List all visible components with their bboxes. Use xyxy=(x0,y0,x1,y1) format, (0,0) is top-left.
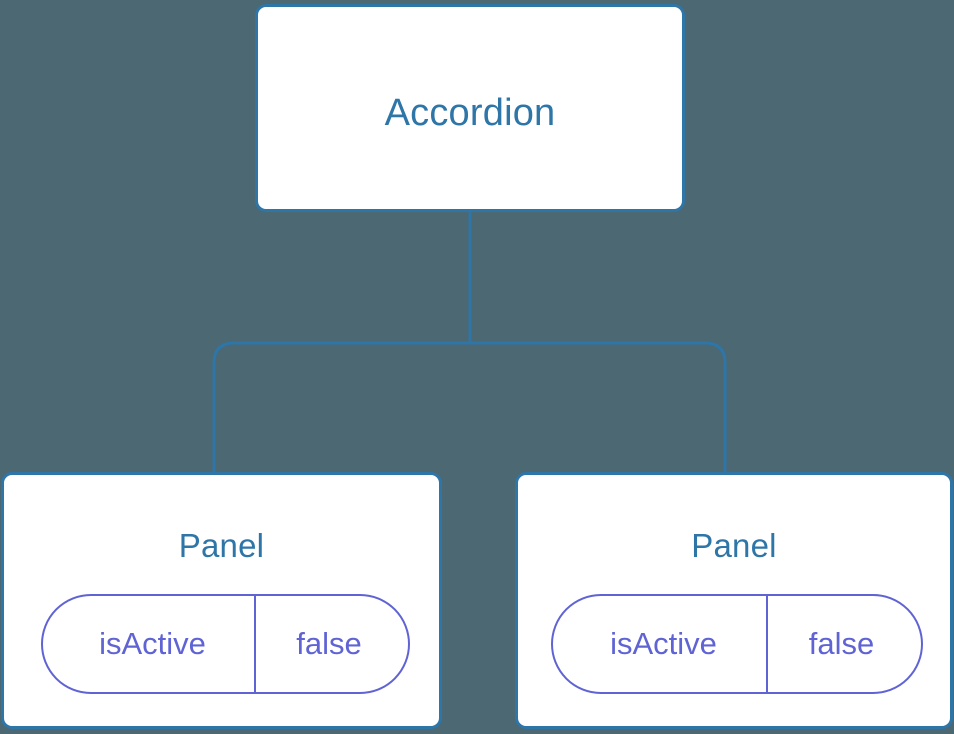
prop-key-isactive: isActive xyxy=(43,596,256,692)
node-panel-right[interactable]: Panel isActive false xyxy=(515,472,953,729)
node-accordion[interactable]: Accordion xyxy=(255,4,685,212)
node-panel-right-title: Panel xyxy=(691,527,777,564)
node-panel-left-title: Panel xyxy=(178,527,265,564)
edge-accordion-to-panel-left xyxy=(212,341,470,474)
prop-value-isactive: false xyxy=(296,626,362,661)
prop-value-isactive: false xyxy=(808,626,875,661)
node-panel-right-prop-isactive[interactable]: isActive false xyxy=(551,594,923,694)
node-panel-left-prop-isactive[interactable]: isActive false xyxy=(41,594,410,694)
prop-key-isactive: isActive xyxy=(553,596,768,692)
edge-accordion-to-panel-right xyxy=(470,341,727,474)
node-accordion-title: Accordion xyxy=(384,92,556,134)
node-panel-left[interactable]: Panel isActive false xyxy=(1,472,442,729)
